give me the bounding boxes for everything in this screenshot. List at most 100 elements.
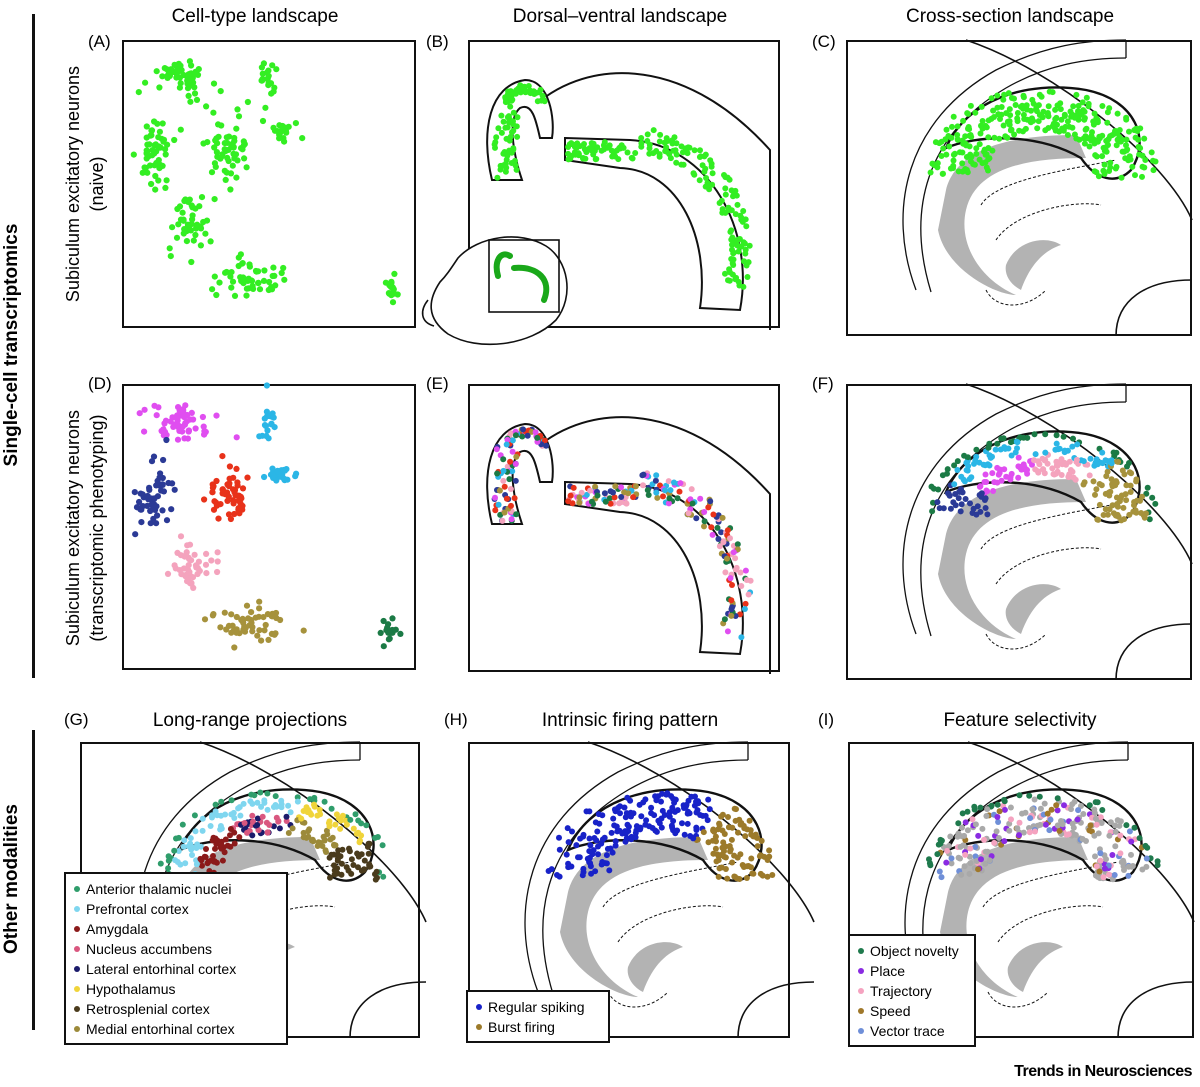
cell-dot (1069, 443, 1076, 450)
cell-dot (512, 432, 519, 439)
cell-dot (628, 813, 634, 820)
legend-swatch (858, 1028, 864, 1034)
cell-dot (677, 480, 684, 487)
cell-dot (231, 815, 238, 821)
cell-dot (588, 147, 595, 154)
cell-dot (685, 797, 692, 804)
cell-dot (513, 511, 520, 518)
cell-dot (160, 456, 167, 464)
cell-dot (1101, 865, 1108, 872)
cell-dot (978, 103, 985, 110)
cell-dot (764, 873, 771, 880)
cell-dot (690, 835, 697, 842)
cell-dot (1056, 827, 1063, 834)
cell-dot (218, 842, 225, 849)
cell-dot (228, 797, 235, 804)
cell-dot (518, 84, 525, 90)
cell-dot (1128, 851, 1134, 858)
cell-dot (963, 467, 970, 474)
legend-item: Object novelty (858, 941, 966, 961)
cell-dot (620, 144, 627, 151)
legend-item: Burst firing (476, 1017, 600, 1037)
cell-dot (1103, 473, 1110, 480)
cell-dot (991, 114, 997, 120)
cell-dot (201, 616, 209, 623)
cell-dot (1143, 855, 1150, 862)
cell-dot (224, 842, 231, 849)
cell-dot (299, 135, 306, 142)
cell-dot (216, 279, 223, 286)
cell-dot (255, 613, 262, 620)
cell-dot (231, 292, 239, 299)
cell-dot (1079, 99, 1086, 106)
cell-dot (1064, 447, 1071, 454)
cell-dot (703, 175, 710, 181)
cell-dot (632, 150, 639, 156)
cell-dot (927, 862, 934, 869)
cell-dot (177, 533, 185, 540)
cell-dot (279, 126, 286, 133)
cell-dot (968, 153, 975, 160)
cell-dot (1032, 451, 1039, 458)
cell-dot (498, 112, 505, 119)
cell-dot (258, 77, 265, 84)
cell-dot (136, 498, 143, 506)
cell-dot (172, 857, 179, 864)
cell-dot (666, 495, 673, 502)
cell-dot (294, 798, 301, 805)
cell-dot (671, 479, 677, 486)
cell-dot (740, 208, 747, 214)
cell-dot (1042, 449, 1049, 456)
cell-dot (259, 117, 267, 125)
cell-dot (167, 253, 174, 260)
cell-dot (148, 127, 155, 134)
cell-dot (565, 156, 572, 163)
cell-dot (959, 824, 965, 831)
cell-dot (1119, 148, 1126, 155)
cell-dot (743, 223, 750, 230)
cell-dot (1046, 827, 1053, 834)
cell-dot (645, 492, 652, 498)
cell-dot (1065, 831, 1072, 838)
cell-dot (525, 83, 532, 89)
cell-dot (732, 211, 739, 218)
cell-dot (1029, 806, 1036, 813)
cell-dot (728, 227, 735, 234)
cell-dot (1100, 874, 1107, 881)
cell-dot (1126, 460, 1132, 466)
cell-dot (1126, 828, 1133, 835)
cell-dot (973, 145, 980, 152)
cell-dot (189, 82, 196, 89)
cell-dot (951, 462, 958, 469)
cell-dot (1039, 114, 1046, 121)
cell-dot (994, 92, 1001, 99)
cell-dot (1086, 143, 1093, 150)
cell-dot (389, 299, 397, 306)
cell-dot (936, 505, 943, 512)
cell-dot (1087, 455, 1094, 462)
cell-dot (159, 120, 166, 127)
cell-dot (968, 474, 975, 481)
cell-dot (1108, 476, 1115, 483)
cell-dot (507, 430, 514, 437)
cell-dot (150, 453, 158, 460)
cell-dot (628, 836, 635, 843)
cell-dot (693, 515, 700, 522)
cell-dot (971, 161, 978, 168)
cell-dot (1107, 133, 1114, 140)
cell-dot (514, 133, 521, 140)
cell-dot (239, 277, 246, 284)
cell-dot (729, 260, 736, 267)
cell-dot (725, 814, 731, 820)
cell-dot (744, 274, 751, 280)
cell-dot (153, 520, 160, 527)
cell-dot (355, 817, 362, 824)
cell-dot (1042, 431, 1049, 438)
cell-dot (166, 245, 173, 252)
cell-dot (261, 415, 268, 422)
cross-section-h-cortex-outline (587, 741, 815, 923)
cell-dot (184, 435, 191, 442)
cell-dot (994, 814, 1001, 820)
cell-dot (1144, 484, 1151, 491)
cell-dot (955, 854, 962, 861)
